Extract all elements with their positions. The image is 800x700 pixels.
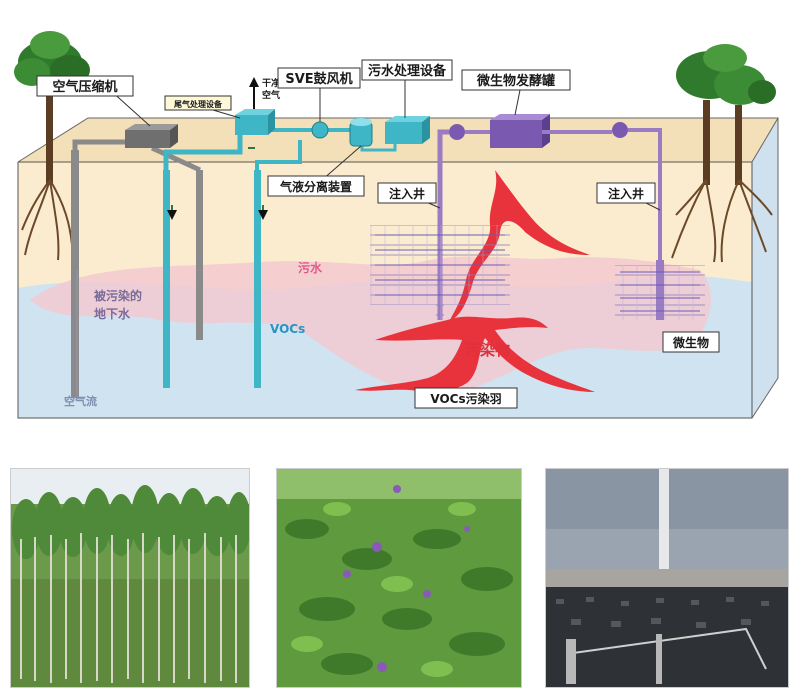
label-vocs: VOCs [270,322,305,336]
label-polluted-groundwater: 被污染的 地下水 [94,288,142,321]
tree-right [671,44,776,263]
svg-text:干净: 干净 [262,77,280,89]
label-vocs-plume: VOCs污染羽 [414,387,518,409]
wastewater-unit [385,116,430,144]
sve-blower-unit [311,121,329,139]
label-sewage: 污水 [298,260,323,275]
label-tail-gas: 尾气处理设备 [164,95,232,111]
air-compressor-unit [125,124,178,148]
label-clean-air: 干净 空气 [262,77,280,101]
label-injection-well-left: 注入井 [377,182,437,204]
tail-gas-unit [235,109,275,135]
label-gas-liquid-separator: 气液分离装置 [267,175,365,197]
svg-text:被污染的: 被污染的 [94,288,142,303]
air-injection-wells [71,139,203,398]
label-fermenter: 微生物发酵罐 [461,69,571,91]
photo-alfalfa-field [276,468,522,688]
svg-text:微生物发酵罐: 微生物发酵罐 [476,73,555,89]
svg-text:空气: 空气 [262,89,280,101]
grid-arrows [375,234,700,312]
svg-text:空气压缩机: 空气压缩机 [52,79,117,95]
svg-text:SVE鼓风机: SVE鼓风机 [285,71,352,87]
svg-text:尾气处理设备: 尾气处理设备 [173,99,223,109]
injection-grid-right [615,265,705,320]
label-microbe: 微生物 [662,331,720,353]
sve-extraction-wells [163,122,397,388]
label-sve-blower: SVE鼓风机 [277,67,361,89]
svg-text:气液分离装置: 气液分离装置 [279,179,352,194]
soil-side-face [752,118,778,418]
label-air-compressor: 空气压缩机 [36,75,134,97]
photo-treatment-facility [545,468,789,688]
svg-text:微生物: 微生物 [672,335,709,350]
gas-liquid-separator-unit [349,118,373,147]
label-wastewater: 污水处理设备 [361,59,453,81]
label-air-flow: 空气流 [64,394,97,408]
svg-text:污水处理设备: 污水处理设备 [368,63,447,79]
svg-text:地下水: 地下水 [94,306,131,321]
block-outline-side [751,118,779,419]
pollutant-plume-lower [355,316,595,392]
label-pollutant: 污染物 [465,341,510,359]
svg-text:注入井: 注入井 [389,186,425,201]
svg-text:注入井: 注入井 [608,186,644,201]
svg-text:VOCs污染羽: VOCs污染羽 [430,391,501,406]
photo-poplar-forest [10,468,250,688]
label-injection-well-right: 注入井 [596,182,656,204]
